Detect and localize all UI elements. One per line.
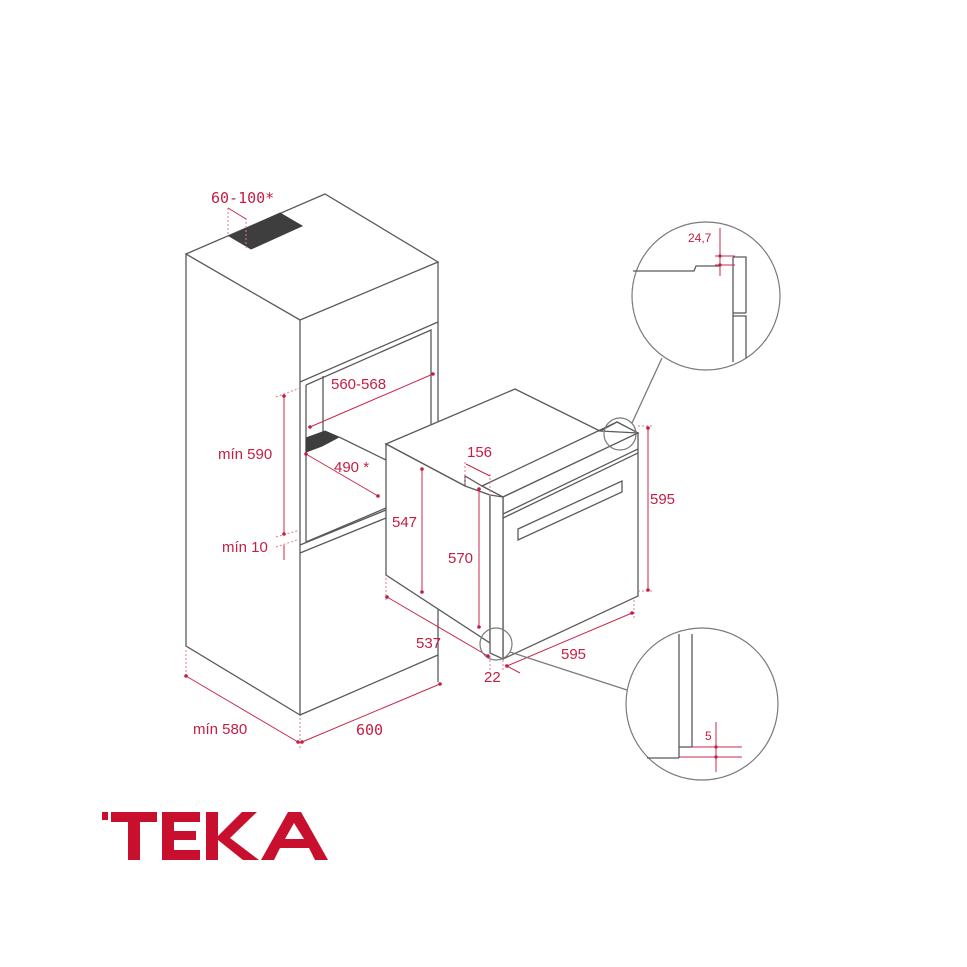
ventilation-slot xyxy=(227,212,304,250)
detail-top-label: 24,7 xyxy=(688,231,712,245)
door-thickness-label: 22 xyxy=(484,669,501,686)
oven-body-height-label: 547 xyxy=(392,514,417,531)
ventilation-gap-label: 60-100* xyxy=(211,189,274,207)
oven-dimensions: 547 156 570 595 537 595 22 xyxy=(385,425,675,686)
oven-width-label: 595 xyxy=(561,646,586,663)
detail-bottom-label: 5 xyxy=(705,729,712,743)
niche-width-label: 560-568 xyxy=(331,376,386,393)
oven xyxy=(384,388,640,661)
oven-handle xyxy=(517,479,623,542)
detail-bottom-corner: 5 xyxy=(625,627,779,781)
cabinet-dimensions: 60-100* 560-568 490 * mín 590 mín 10 mín… xyxy=(185,189,441,750)
cabinet-width-label: 600 xyxy=(356,721,383,739)
detail-top-corner: 24,7 xyxy=(631,221,781,371)
dimension-arrowheads xyxy=(184,254,722,759)
oven-depth-label: 537 xyxy=(416,635,441,652)
niche-depth-label: 490 * xyxy=(334,459,369,476)
niche-height-label: mín 590 xyxy=(218,446,272,463)
front-inset-label: 156 xyxy=(467,444,492,461)
niche-floor-slot xyxy=(305,430,341,453)
oven-total-height-label: 595 xyxy=(650,491,675,508)
bottom-gap-label: mín 10 xyxy=(222,539,268,556)
cabinet-depth-label: mín 580 xyxy=(193,721,247,738)
teka-logo xyxy=(102,812,328,860)
oven-inner-height-label: 570 xyxy=(448,550,473,567)
